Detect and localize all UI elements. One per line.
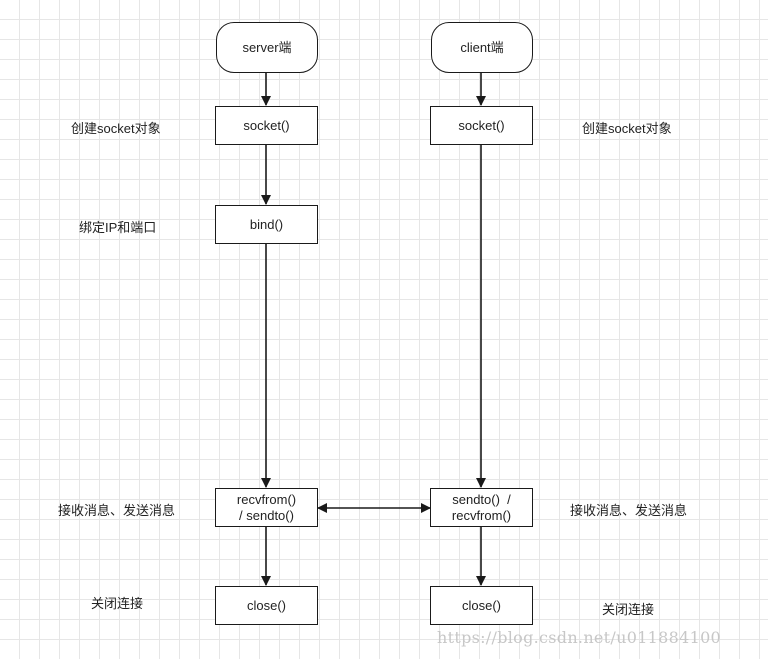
server-bind-label: bind() — [249, 216, 284, 232]
server-close-node: close() — [215, 586, 318, 625]
server-recvfrom-sendto-node: recvfrom() / sendto() — [215, 488, 318, 527]
note-client-create-socket: 创建socket对象 — [582, 121, 672, 136]
client-sendto-label: sendto() / — [452, 491, 511, 507]
server-socket-label: socket() — [243, 117, 290, 133]
note-client-close-conn: 关闭连接 — [602, 602, 655, 617]
server-socket-node: socket() — [215, 106, 318, 145]
server-start-label: server端 — [242, 39, 292, 55]
server-sendto-label: / sendto() — [239, 507, 294, 523]
note-client-send-recv: 接收消息、发送消息 — [570, 503, 688, 518]
server-bind-node: bind() — [215, 205, 318, 244]
server-start-node: server端 — [216, 22, 318, 73]
note-server-send-recv: 接收消息、发送消息 — [58, 503, 176, 518]
note-server-close-conn: 关闭连接 — [91, 596, 144, 611]
client-socket-label: socket() — [458, 117, 505, 133]
client-sendto-recvfrom-node: sendto() / recvfrom() — [430, 488, 533, 527]
note-server-create-socket: 创建socket对象 — [71, 121, 161, 136]
client-close-node: close() — [430, 586, 533, 625]
client-close-label: close() — [461, 597, 501, 613]
watermark-url: https://blog.csdn.net/u011884100 — [437, 628, 722, 647]
client-start-label: client端 — [460, 39, 504, 55]
note-bind-ip-port: 绑定IP和端口 — [79, 220, 157, 235]
server-close-label: close() — [246, 597, 286, 613]
server-recvfrom-label: recvfrom() — [236, 491, 297, 507]
client-socket-node: socket() — [430, 106, 533, 145]
client-recvfrom-label: recvfrom() — [451, 507, 512, 523]
client-start-node: client端 — [431, 22, 533, 73]
